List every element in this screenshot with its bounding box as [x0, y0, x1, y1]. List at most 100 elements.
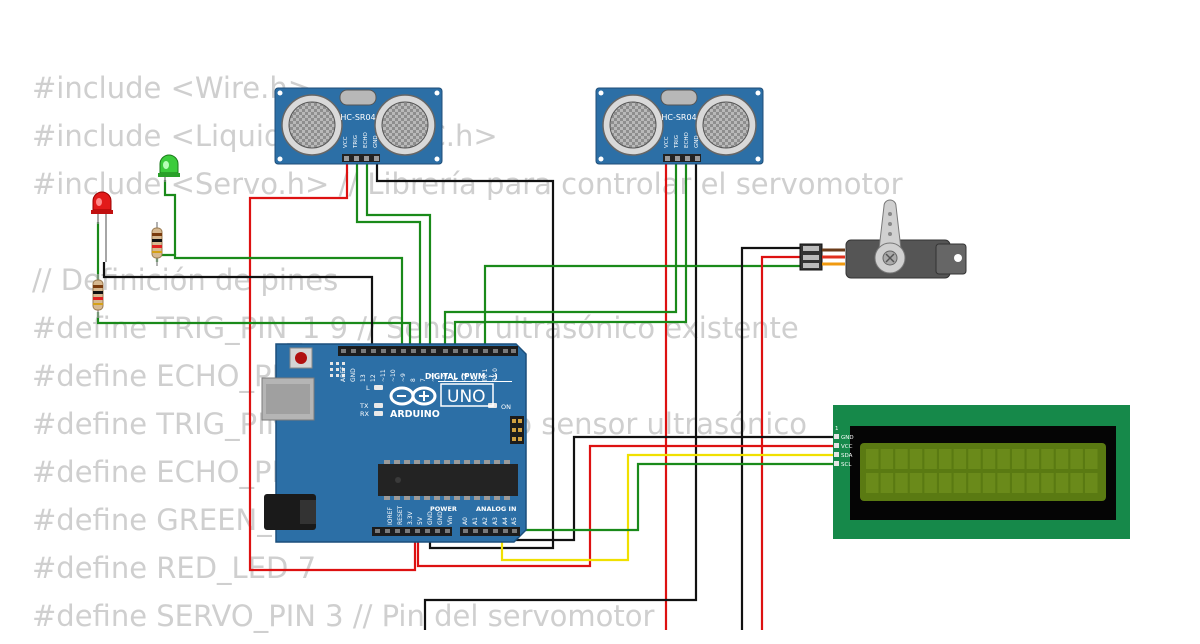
code-line: #define SERVO_PIN 3 // Pin del servomoto… [32, 599, 655, 633]
power-pin-label: Vin [447, 515, 454, 525]
lcd-cell [895, 473, 908, 493]
lcd-cell [1055, 473, 1069, 493]
wire-lcd-vcc [416, 444, 836, 568]
lcd-cell [909, 449, 923, 469]
lcd-cell [1085, 449, 1098, 469]
sensor-pin-echo: ECHO [363, 132, 369, 148]
digital-pin-label: RX 0 [492, 368, 499, 382]
wire-sensor1-gnd [375, 164, 555, 550]
wire-lcd-scl [510, 462, 836, 535]
green-led [158, 154, 180, 182]
lcd-cell [924, 473, 937, 493]
wire-sensor1-echo [365, 164, 432, 352]
analog-header [460, 527, 520, 536]
lcd-cell [1070, 473, 1083, 493]
sensor-pin-gnd: GND [373, 135, 379, 148]
sensor-model-label: HC-SR04 [661, 113, 696, 122]
lcd-cell [1041, 449, 1054, 469]
ultrasonic-sensor-1: HC-SR04 VCC TRIG ECHO GND [274, 87, 443, 165]
sensor-model-label: HC-SR04 [340, 113, 375, 122]
analog-section-label: ANALOG IN [476, 505, 516, 513]
led-label-l: L [366, 384, 370, 392]
analog-pin-label: A4 [502, 517, 509, 525]
lcd-cell [909, 473, 923, 493]
lcd-cell [895, 449, 908, 469]
digital-pin-label: ~6 [430, 373, 437, 382]
digital-pin-label: ~5 [442, 373, 449, 382]
led-label-on: ON [501, 403, 511, 411]
led-label-rx: RX [360, 410, 370, 418]
wire-sensor2-trig [443, 164, 678, 352]
lcd-cell [1026, 449, 1040, 469]
lcd-cell [1055, 449, 1069, 469]
digital-pin-label: ~10 [390, 369, 397, 382]
digital-pin-label: 7 [420, 378, 427, 382]
lcd-pin-gnd: GND [841, 435, 854, 441]
wire-led-green-leg [163, 180, 177, 255]
lcd-cell [997, 449, 1010, 469]
lcd-cell [1085, 473, 1098, 493]
lcd-cell [953, 473, 967, 493]
analog-pin-label: A0 [462, 517, 469, 525]
power-pin-label: 3.3V [407, 510, 414, 525]
code-background: #include <Wire.h>#include <LiquidCrystal… [32, 68, 903, 644]
power-pin-label: GND [437, 511, 444, 525]
digital-pin-label: AREF [340, 366, 347, 382]
lcd-cell [997, 473, 1010, 493]
sensor-pin-gnd: GND [694, 135, 700, 148]
digital-pin-label: 8 [410, 378, 417, 382]
sensor-pin-vcc: VCC [343, 136, 349, 148]
digital-section-label: DIGITAL (PWM ~) [425, 372, 498, 381]
lcd-cell [866, 449, 879, 469]
lcd-cell [880, 449, 894, 469]
power-pin-label: 5V [417, 516, 424, 525]
lcd-cell [939, 473, 952, 493]
analog-pin-label: A3 [492, 517, 499, 525]
led-label-tx: TX [359, 402, 369, 410]
lcd-cell [982, 449, 996, 469]
lcd-pin-vcc: VCC [841, 444, 853, 450]
lcd-pin1-label: 1 [835, 426, 839, 432]
lcd-cell [1012, 449, 1025, 469]
servo-motor [799, 199, 967, 279]
digital-pin-label: ~9 [400, 373, 407, 382]
lcd-cell [866, 473, 879, 493]
red-led [91, 191, 113, 262]
wire-lcd-sda [500, 453, 836, 562]
wire-sensor1-vcc [248, 164, 417, 572]
lcd-character-cells [866, 449, 1098, 493]
lcd-display: 1 GND VCC SDA SCL [833, 405, 1130, 539]
wire-green-led [155, 253, 404, 352]
sensor-pin-trig: TRIG [674, 135, 680, 149]
sensor-pin-trig: TRIG [353, 135, 359, 149]
lcd-cell [953, 449, 967, 469]
lcd-cell [939, 449, 952, 469]
wires [96, 164, 836, 630]
power-pin-label: RESET [397, 505, 404, 525]
analog-pin-label: A2 [482, 517, 489, 525]
code-line: #define RED_LED 7 [32, 551, 317, 585]
lcd-cell [1026, 473, 1040, 493]
code-line: // Definición de pines [32, 263, 339, 297]
lcd-cell [968, 473, 981, 493]
analog-pin-label: A5 [511, 517, 518, 525]
digital-pin-label: 4 [452, 378, 459, 382]
lcd-cell [1012, 473, 1025, 493]
circuit-diagram: HC-SR04 VCC TRIG ECHO GND HC-SR04 VCC TR… [91, 87, 1130, 630]
power-header [372, 527, 452, 536]
resistor-green-led [151, 222, 163, 266]
power-section-label: POWER [430, 505, 457, 513]
digital-pin-label: ~3 [462, 373, 469, 382]
lcd-pin-scl: SCL [841, 462, 852, 468]
digital-header [338, 346, 518, 356]
digital-pin-label: 13 [360, 374, 367, 382]
lcd-pin-sda: SDA [841, 453, 853, 459]
wire-servo-vcc [760, 255, 800, 630]
arduino-logo-icon [389, 386, 437, 406]
digital-pin-label: 12 [370, 374, 377, 382]
wire-servo-signal [483, 264, 800, 352]
digital-pin-label: GND [350, 368, 357, 382]
